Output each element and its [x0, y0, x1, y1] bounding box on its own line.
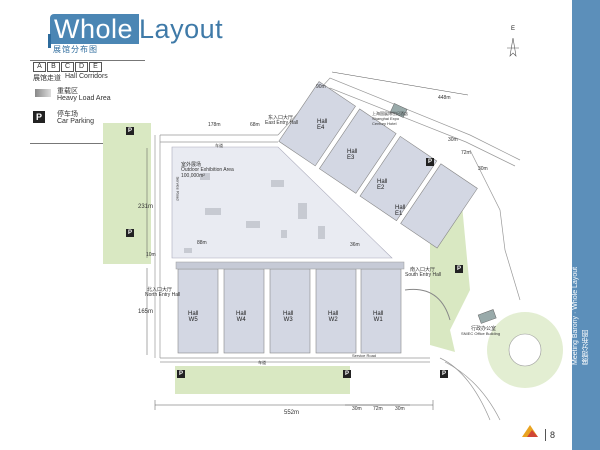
parking-icon-2: P	[126, 229, 134, 237]
road-south: 车道	[258, 360, 266, 365]
hall-w3-label: Hall W3	[283, 311, 294, 323]
green-area-south	[175, 366, 350, 394]
hall-w1-label: Hall W1	[373, 311, 384, 323]
page-number: 8	[550, 430, 556, 440]
title-word-2: Layout	[139, 14, 224, 44]
office-building	[477, 309, 497, 324]
corridor-letter: E	[89, 62, 102, 72]
south-entry-en: South Entry Hall	[405, 272, 442, 278]
corridor-letter: C	[61, 62, 74, 72]
dim-165m: 165m	[138, 309, 154, 315]
outdoor-area	[171, 146, 393, 259]
dim-178m: 178m	[208, 122, 221, 128]
south-entry-cn: 南入口大厅	[410, 267, 436, 273]
dim-30m-b: 30m	[395, 406, 405, 412]
parking-icon-1: P	[126, 127, 134, 135]
hall-e4-label: Hall E4	[317, 119, 328, 131]
side-band	[572, 0, 600, 450]
east-halls	[278, 81, 478, 249]
legend-corridors-cn: 展馆走道	[33, 75, 61, 82]
parking-icon-6: P	[455, 265, 463, 273]
road-north: 车道	[215, 143, 223, 148]
parking-icon-4: P	[343, 370, 351, 378]
page-number-divider	[545, 429, 546, 441]
south-entry-structure	[404, 288, 451, 321]
legend-parking-en: Car Parking	[57, 118, 94, 125]
service-road-west: Service Road	[175, 176, 181, 201]
corridor-letter: B	[47, 62, 60, 72]
hotel-en-1: Shanghai Expo	[372, 116, 400, 121]
title-accent-bar	[48, 34, 51, 48]
outdoor-en: Outdoor Exhibition Area	[181, 167, 234, 173]
side-text-en: Meeting Barony · Whole Layout	[572, 266, 579, 365]
dim-30m-c: 30m	[448, 137, 458, 143]
page-subtitle: 展馆分布图	[53, 45, 98, 54]
legend-heavy-en: Heavy Load Area	[57, 95, 111, 102]
side-text-cn: 展馆分布图	[582, 330, 589, 365]
compass-label: E	[511, 26, 516, 32]
hotel-en-2: Century Hotel	[372, 121, 397, 126]
dim-72m-a: 72m	[373, 406, 383, 412]
legend-corridors-en: Hall Corridors	[65, 73, 108, 80]
parking-icon-7: P	[440, 370, 448, 378]
hotel-cn: 上海国展博世纪酒店	[372, 111, 408, 116]
heavy-load-swatch	[35, 89, 51, 97]
hotel-building	[390, 103, 408, 118]
dim-36m: 36m	[350, 242, 360, 248]
parking-icon: P	[33, 111, 45, 123]
roundabout-center	[508, 333, 542, 367]
dim-10m: 10m	[146, 252, 156, 258]
service-road-south: Service Road	[352, 353, 377, 358]
hall-e2-label: Hall E2	[377, 179, 388, 191]
dim-552m: 552m	[284, 410, 300, 416]
title-word-1: Whole	[50, 14, 140, 44]
corridor-letter: A	[33, 62, 46, 72]
parking-icon-3: P	[177, 370, 185, 378]
hall-w2-label: Hall W2	[328, 311, 339, 323]
office-en: SNIEC Office Building	[461, 331, 501, 336]
legend	[30, 60, 145, 144]
office-cn: 行政办公室	[471, 326, 497, 332]
outdoor-area: 100,000m²	[181, 173, 205, 179]
hall-w4-label: Hall W4	[236, 311, 247, 323]
outdoor-cn: 室外展场	[181, 162, 202, 168]
corridor-letters: A B C D E	[33, 62, 102, 72]
dim-231m: 231m	[138, 204, 154, 210]
dim-30m-d: 30m	[478, 166, 488, 172]
corridor-letter: D	[75, 62, 88, 72]
outdoor-blocks	[184, 173, 325, 253]
hall-e1-label: Hall E1	[395, 205, 406, 217]
dim-30m-a: 30m	[352, 406, 362, 412]
east-entry-en: East Entry Hall	[265, 120, 299, 126]
parking-icon-5: P	[426, 158, 434, 166]
legend-heavy-cn: 重载区	[57, 88, 78, 95]
east-entry-cn: 东入口大厅	[268, 115, 294, 121]
dim-68m: 68m	[250, 122, 260, 128]
corridor-west	[175, 261, 405, 270]
west-halls	[177, 268, 402, 354]
dim-90m: 90m	[316, 84, 326, 90]
compass-icon	[507, 37, 519, 57]
logo-icon	[522, 425, 538, 437]
dim-88m: 88m	[197, 240, 207, 246]
dimension-lines	[146, 71, 469, 410]
legend-parking-cn: 停车场	[57, 111, 78, 118]
north-entry-en: North Entry Hall	[145, 292, 181, 298]
dim-448m: 448m	[438, 95, 451, 101]
hall-e3-label: Hall E3	[347, 149, 358, 161]
green-area-west	[103, 123, 151, 264]
hall-w5-label: Hall W5	[188, 311, 199, 323]
dim-72m-b: 72m	[461, 150, 471, 156]
north-entry-cn: 北入口大厅	[147, 287, 173, 293]
